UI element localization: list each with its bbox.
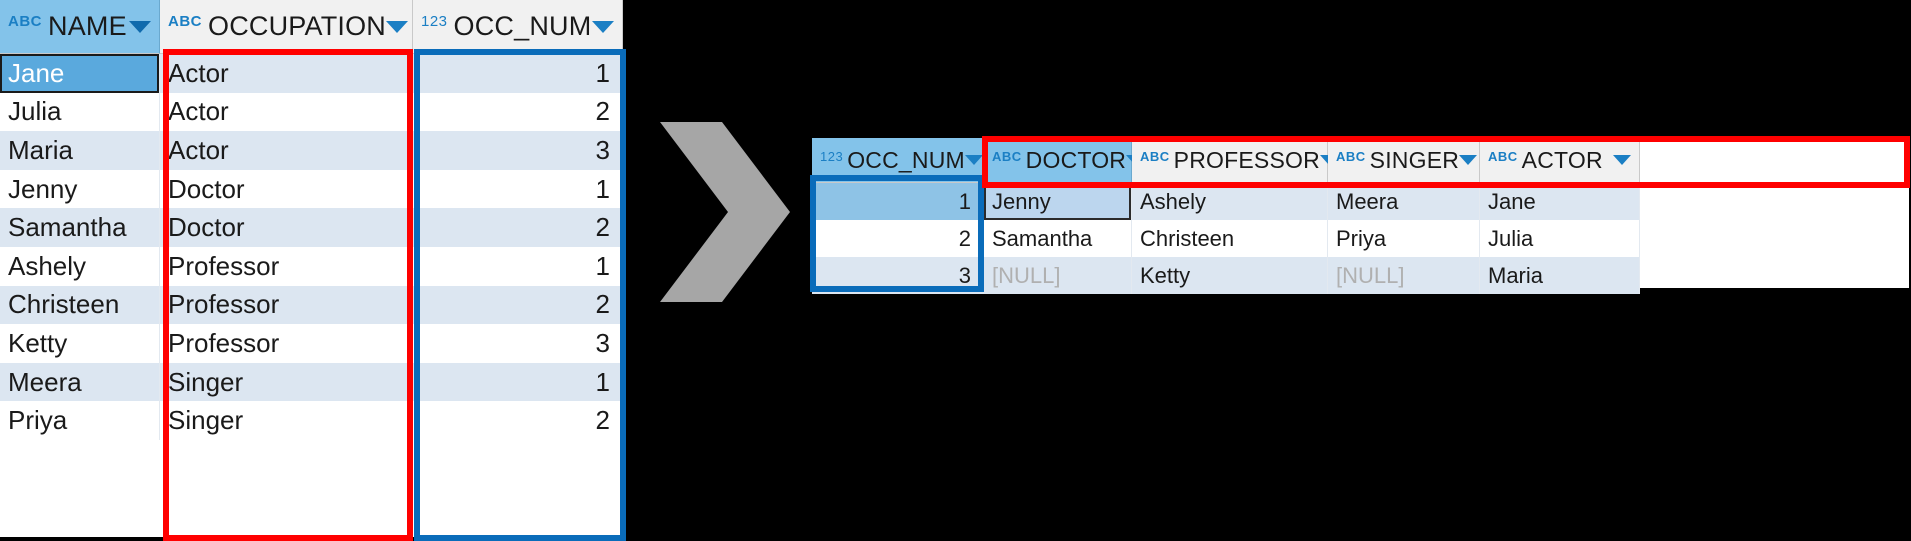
cell-name[interactable]: Meera xyxy=(0,362,160,402)
number-type-icon: 123 xyxy=(421,13,448,30)
text-type-icon: ABC xyxy=(168,13,202,30)
pivot-cell-singer[interactable]: Meera xyxy=(1328,183,1480,220)
column-header-label: SINGER xyxy=(1369,146,1460,173)
cell-occupation[interactable]: Professor xyxy=(160,246,413,286)
source-table[interactable]: ABC NAME ABC OCCUPATION 123 OCC_NUM Jane… xyxy=(0,0,623,537)
table-row[interactable]: Maria Actor 3 xyxy=(0,131,623,170)
pivot-cell-occ-num[interactable]: 3 xyxy=(812,257,984,294)
column-header-label: ACTOR xyxy=(1521,146,1603,173)
pivot-cell-doctor[interactable]: Samantha xyxy=(984,220,1132,257)
cell-name[interactable]: Jenny xyxy=(0,169,160,209)
cell-name[interactable]: Jane xyxy=(0,54,160,93)
chevron-down-icon[interactable] xyxy=(592,20,614,33)
pivot-cell-actor[interactable]: Maria xyxy=(1480,257,1640,294)
cell-name[interactable]: Priya xyxy=(0,401,160,440)
column-header-name[interactable]: ABC NAME xyxy=(0,0,160,54)
column-header-label: OCCUPATION xyxy=(208,11,387,41)
pivot-cell-occ-num[interactable]: 2 xyxy=(812,220,984,257)
pivot-cell-professor[interactable]: Ashely xyxy=(1132,183,1328,220)
table-row[interactable]: 2 Samantha Christeen Priya Julia xyxy=(812,220,1909,257)
table-row[interactable]: Jane Actor 1 xyxy=(0,54,623,93)
cell-occupation[interactable]: Doctor xyxy=(160,208,413,247)
text-type-icon: ABC xyxy=(1336,148,1366,164)
source-table-header-row: ABC NAME ABC OCCUPATION 123 OCC_NUM xyxy=(0,0,623,54)
text-type-icon: ABC xyxy=(1488,148,1518,164)
table-row[interactable]: 1 Jenny Ashely Meera Jane xyxy=(812,183,1909,220)
pivot-cell-actor[interactable]: Jane xyxy=(1480,183,1640,220)
column-header-label: DOCTOR xyxy=(1025,146,1127,173)
chevron-down-icon[interactable] xyxy=(1459,155,1478,165)
cell-name[interactable]: Ashely xyxy=(0,246,160,286)
text-type-icon: ABC xyxy=(992,148,1022,164)
cell-occupation[interactable]: Actor xyxy=(160,131,413,170)
pivot-cell-professor[interactable]: Ketty xyxy=(1132,257,1328,294)
pivot-column-header-actor[interactable]: ABC ACTOR xyxy=(1480,138,1640,183)
cell-occ-num[interactable]: 1 xyxy=(413,362,623,402)
cell-name[interactable]: Maria xyxy=(0,131,160,170)
column-header-occupation[interactable]: ABC OCCUPATION xyxy=(160,0,413,54)
table-row[interactable]: Ashely Professor 1 xyxy=(0,246,623,286)
pivot-column-header-doctor[interactable]: ABC DOCTOR xyxy=(984,138,1145,183)
cell-occ-num[interactable]: 2 xyxy=(413,401,623,440)
cell-occ-num[interactable]: 2 xyxy=(413,208,623,247)
table-row[interactable]: 3 [NULL] Ketty [NULL] Maria xyxy=(812,257,1909,294)
cell-occ-num[interactable]: 2 xyxy=(413,285,623,325)
table-row[interactable]: Jenny Doctor 1 xyxy=(0,169,623,209)
cell-occupation[interactable]: Actor xyxy=(160,54,413,93)
pivot-cell-doctor[interactable]: [NULL] xyxy=(984,257,1132,294)
text-type-icon: ABC xyxy=(1140,148,1170,164)
chevron-down-icon[interactable] xyxy=(1613,155,1631,165)
column-header-label: OCC_NUM xyxy=(453,11,592,41)
column-header-label: PROFESSOR xyxy=(1173,146,1320,173)
chevron-down-icon[interactable] xyxy=(129,20,151,33)
pivot-cell-singer[interactable]: [NULL] xyxy=(1328,257,1480,294)
cell-occ-num[interactable]: 2 xyxy=(413,92,623,132)
column-header-label: NAME xyxy=(48,11,127,41)
pivot-cell-singer[interactable]: Priya xyxy=(1328,220,1480,257)
pivot-cell-doctor[interactable]: Jenny xyxy=(984,183,1132,220)
cell-name[interactable]: Ketty xyxy=(0,324,160,363)
chevron-down-icon[interactable] xyxy=(964,155,983,165)
cell-occ-num[interactable]: 3 xyxy=(413,131,623,170)
column-header-occ-num[interactable]: 123 OCC_NUM xyxy=(413,0,623,54)
pivot-cell-actor[interactable]: Julia xyxy=(1480,220,1640,257)
cell-occ-num[interactable]: 1 xyxy=(413,169,623,209)
cell-name[interactable]: Christeen xyxy=(0,285,160,325)
cell-name[interactable]: Samantha xyxy=(0,208,160,247)
number-type-icon: 123 xyxy=(820,148,844,164)
pivot-cell-occ-num[interactable]: 1 xyxy=(812,183,984,220)
pivot-table-header-row: 123 OCC_NUM ABC DOCTOR ABC PROFESSOR ABC… xyxy=(812,138,1909,183)
text-type-icon: ABC xyxy=(8,13,42,30)
table-row[interactable]: Christeen Professor 2 xyxy=(0,285,623,325)
pivot-column-header-professor[interactable]: ABC PROFESSOR xyxy=(1132,138,1338,183)
table-row[interactable]: Meera Singer 1 xyxy=(0,362,623,402)
cell-occupation[interactable]: Professor xyxy=(160,324,413,363)
cell-occupation[interactable]: Professor xyxy=(160,285,413,325)
chevron-arrow-icon xyxy=(660,122,790,302)
pivot-column-header-occ-num[interactable]: 123 OCC_NUM xyxy=(812,138,984,183)
cell-occ-num[interactable]: 1 xyxy=(413,246,623,286)
table-row[interactable]: Julia Actor 2 xyxy=(0,92,623,132)
cell-occ-num[interactable]: 3 xyxy=(413,324,623,363)
cell-name[interactable]: Julia xyxy=(0,92,160,132)
chevron-down-icon[interactable] xyxy=(386,20,409,33)
pivot-table[interactable]: 123 OCC_NUM ABC DOCTOR ABC PROFESSOR ABC… xyxy=(812,138,1909,294)
cell-occupation[interactable]: Singer xyxy=(160,362,413,402)
cell-occupation[interactable]: Singer xyxy=(160,401,413,440)
table-row[interactable]: Samantha Doctor 2 xyxy=(0,208,623,247)
pivot-cell-professor[interactable]: Christeen xyxy=(1132,220,1328,257)
table-row[interactable]: Priya Singer 2 xyxy=(0,401,623,440)
table-row[interactable]: Ketty Professor 3 xyxy=(0,324,623,363)
cell-occ-num[interactable]: 1 xyxy=(413,54,623,93)
cell-occupation[interactable]: Actor xyxy=(160,92,413,132)
pivot-column-header-singer[interactable]: ABC SINGER xyxy=(1328,138,1480,183)
column-header-label: OCC_NUM xyxy=(847,146,965,173)
cell-occupation[interactable]: Doctor xyxy=(160,169,413,209)
